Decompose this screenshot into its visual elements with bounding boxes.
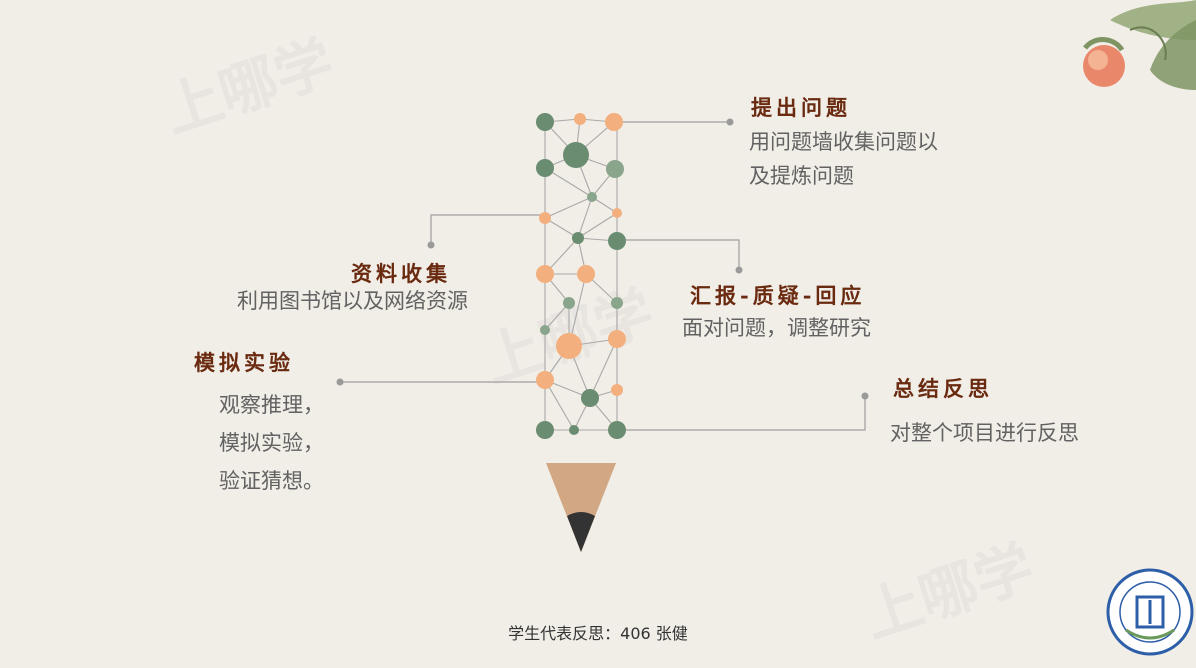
- node-orange: [577, 265, 595, 283]
- flower-decoration: [1083, 0, 1196, 90]
- step-desc-simulation: 观察推理， 模拟实验， 验证猜想。: [219, 386, 324, 500]
- node-green: [536, 159, 554, 177]
- step-desc-ask-questions: 用问题墙收集问题以 及提炼问题: [749, 125, 938, 193]
- desc-line: 对整个项目进行反思: [890, 421, 1079, 445]
- step-title-ask-questions: 提出问题: [751, 95, 851, 120]
- desc-line: 验证猜想。: [219, 469, 324, 493]
- desc-line: 用问题墙收集问题以: [749, 130, 938, 154]
- network-nodes: [536, 113, 626, 439]
- connector-lines: [340, 121, 866, 431]
- node-green: [611, 297, 623, 309]
- node-green: [536, 421, 554, 439]
- step-title-reflection: 总结反思: [893, 376, 993, 401]
- node-orange: [608, 330, 626, 348]
- node-orange: [611, 384, 623, 396]
- node-green: [563, 142, 589, 168]
- step-desc-report-respond: 面对问题，调整研究: [682, 311, 871, 345]
- node-orange: [556, 333, 582, 359]
- node-green: [606, 160, 624, 178]
- desc-line: 利用图书馆以及网络资源: [237, 289, 468, 313]
- desc-line: 及提炼问题: [749, 164, 854, 188]
- step-title-simulation: 模拟实验: [194, 350, 294, 375]
- node-orange: [536, 265, 554, 283]
- step-desc-collect-info: 利用图书馆以及网络资源: [237, 284, 468, 318]
- connector-step-5: [617, 396, 866, 431]
- connector-dot: [427, 241, 435, 249]
- node-green: [572, 232, 584, 244]
- connector-dot: [735, 266, 743, 274]
- node-green: [608, 232, 626, 250]
- node-green: [536, 113, 554, 131]
- node-orange: [539, 212, 551, 224]
- desc-line: 模拟实验，: [219, 431, 324, 455]
- desc-line: 观察推理，: [219, 393, 324, 417]
- connector-dot: [861, 392, 869, 400]
- step-desc-reflection: 对整个项目进行反思: [890, 416, 1079, 450]
- pencil-tip: [546, 463, 616, 552]
- node-green: [540, 325, 550, 335]
- node-green: [587, 192, 597, 202]
- node-green: [563, 297, 575, 309]
- school-logo: [1106, 568, 1194, 656]
- desc-line: 面对问题，调整研究: [682, 316, 871, 340]
- node-orange: [536, 371, 554, 389]
- connector-dot: [726, 118, 734, 126]
- step-title-report-respond: 汇报-质疑-回应: [690, 283, 866, 308]
- footer-caption: 学生代表反思：406 张健: [508, 624, 688, 643]
- connector-step-2: [430, 214, 545, 245]
- node-orange: [612, 208, 622, 218]
- node-green: [608, 421, 626, 439]
- node-green: [581, 389, 599, 407]
- step-title-collect-info: 资料收集: [351, 261, 451, 286]
- connector-dots: [336, 118, 869, 400]
- node-orange: [605, 113, 623, 131]
- node-orange: [574, 113, 586, 125]
- connector-dot: [336, 378, 344, 386]
- connector-step-3: [617, 239, 740, 270]
- node-green: [569, 425, 579, 435]
